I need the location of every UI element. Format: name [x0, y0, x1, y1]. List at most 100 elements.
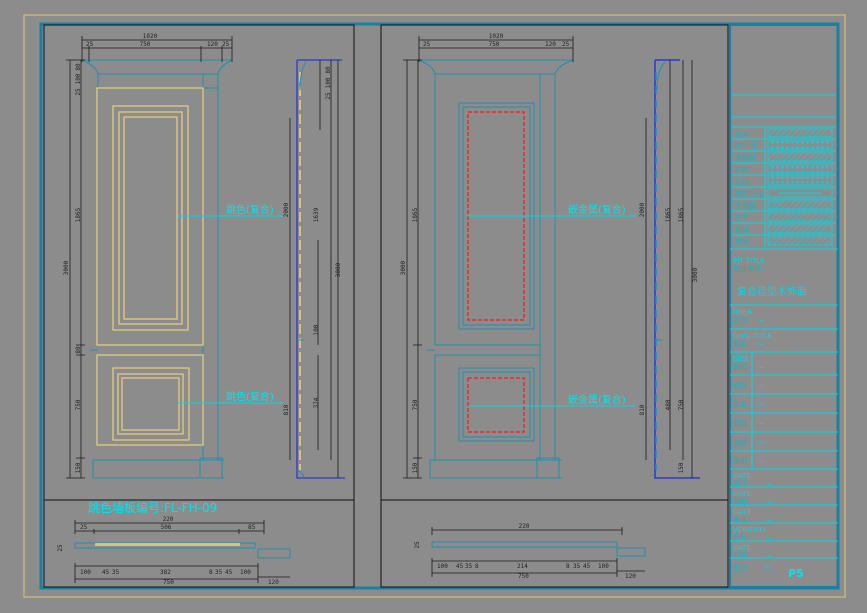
field-cn-label: 油漆	[733, 438, 747, 447]
lower-metal-inlay	[467, 377, 525, 433]
field-cn-label: 材料	[733, 381, 747, 390]
field-value: —	[766, 516, 773, 524]
mid-rail	[90, 344, 203, 356]
dim-section-inner: 1639	[313, 207, 320, 222]
r-dim-overall-width: 1020	[489, 33, 504, 40]
field-value: —	[758, 457, 765, 465]
r-dim-right2: 25	[562, 41, 570, 48]
title-field: 面料 —	[730, 419, 838, 433]
plan-dim-b1: 45	[102, 569, 110, 576]
callout-lower-panel: 跳色(复合)	[226, 390, 274, 403]
r-dim-section-base: 150	[678, 462, 685, 473]
field-cn-label: 图名:	[733, 339, 749, 348]
dim-top1: 80	[75, 63, 82, 71]
sheet-number: P5	[788, 567, 804, 580]
dim-top3: 25	[75, 88, 82, 96]
field-en-label: DATE	[733, 544, 751, 552]
material-label: 墙体	[735, 237, 749, 246]
title-field: 油漆 —	[730, 438, 838, 452]
r-plan-dim-overall: 220	[519, 523, 530, 530]
material-swatch-hatch	[767, 200, 833, 210]
r-plan-dim-depth: 25	[414, 541, 421, 549]
dim-top2: 100	[75, 73, 82, 84]
plan-dim-b2: 35	[112, 569, 120, 576]
plan-dim-pilaster: 120	[268, 579, 279, 586]
material-label: 石材	[735, 177, 749, 186]
left-elevation: 1020 25 750 120 25 80 100 25 1865 3000 8…	[63, 33, 283, 479]
field-value: —	[766, 480, 773, 488]
field-cn-label: 饰面	[733, 400, 747, 409]
field-value: —	[758, 363, 765, 371]
panel-code-title: 跳色墙板编号:FL-FH-09	[88, 500, 217, 515]
dim-section-upper: 2000	[283, 202, 290, 217]
field-cn-label: 面料	[733, 419, 747, 428]
project-name: 复合造型木饰面	[737, 285, 807, 298]
dim-section-small: 100	[313, 324, 320, 335]
right-elevation: 1020 25 750 120 25 1865 3000 750 150 嵌金属…	[400, 33, 636, 479]
plan-dim-b4: 8	[209, 569, 213, 576]
material-swatch-hatch-sparse	[767, 224, 833, 234]
r-dim-base: 150	[412, 462, 419, 473]
left-plan: 跳色墙板编号:FL-FH-09 220 25 506 85 25 100 45 …	[57, 500, 291, 586]
field-cn-label: 日期:	[733, 552, 749, 560]
lower-panel-moulding-inner	[117, 373, 184, 435]
dim-section-mid: 374	[313, 397, 320, 408]
dim-middle: 750	[140, 41, 151, 48]
r-dim-lower: 750	[412, 399, 419, 410]
field-cn-label: 设计:	[733, 479, 749, 488]
upper-panel-moulding	[112, 105, 189, 331]
right-plan: 220 25 100 45 35 8 214 8 35 45 100 750 1…	[414, 523, 646, 580]
field-cn-label: 审核:	[733, 515, 749, 524]
plan-dim-b5: 35	[215, 569, 223, 576]
plan-dim-depth: 25	[57, 544, 64, 552]
remarks-value: —	[764, 562, 771, 570]
r-dim-section-mid: 480	[665, 399, 672, 410]
r-plan-dim-b7: 45	[583, 563, 591, 570]
remarks-label: 备注:	[733, 563, 749, 572]
dim-right: 120	[207, 41, 218, 48]
lower-panel-infill	[121, 377, 180, 431]
title-field: 饰面 —	[730, 400, 838, 414]
r-plan-dim-b0: 100	[437, 563, 448, 570]
field-cn-label: 图号:	[733, 534, 749, 542]
field-cn-label: 规格:	[733, 362, 749, 371]
r-plan-dim-pilaster: 120	[625, 573, 636, 580]
field-value: —	[758, 420, 765, 428]
plan-dim-b7: 100	[240, 569, 251, 576]
material-swatch-crosshatch	[767, 236, 833, 246]
field-en-label: DWG TITLE	[733, 332, 772, 340]
plan-dim-left: 25	[80, 524, 88, 531]
material-label: 皮革	[735, 213, 749, 222]
field-en-label: DATE	[733, 508, 751, 516]
r-dim-section-low2: 750	[678, 399, 685, 410]
material-label: 不锈钢	[735, 201, 756, 210]
r-dim-right: 120	[545, 41, 556, 48]
field-cn-label: 制图:	[733, 497, 749, 506]
dim-left: 25	[86, 41, 94, 48]
plan-dim-b3: 382	[160, 569, 171, 576]
lower-panel-frame	[96, 354, 204, 446]
title-block	[729, 24, 839, 588]
r-dim-section-overall: 3000	[692, 267, 699, 282]
r-dim-middle: 750	[489, 41, 500, 48]
plan-dim-b0: 100	[80, 569, 91, 576]
r-dim-section-upper: 2000	[639, 202, 646, 217]
field-value: —	[758, 439, 765, 447]
left-plan-panel	[43, 499, 355, 588]
material-label: 布料	[735, 165, 749, 174]
r-plan-dim-b2: 35	[465, 563, 473, 570]
dim-mid: 80	[75, 346, 82, 354]
sheet-border	[23, 14, 846, 598]
field-en-label: DATE	[733, 472, 751, 480]
callout-upper-panel: 跳色(复合)	[226, 203, 274, 216]
right-side-section: 2000 1865 1865 3000 810 480 750 150	[639, 59, 700, 479]
field-value: —	[758, 401, 765, 409]
dim-section-d2: 100	[325, 77, 332, 88]
